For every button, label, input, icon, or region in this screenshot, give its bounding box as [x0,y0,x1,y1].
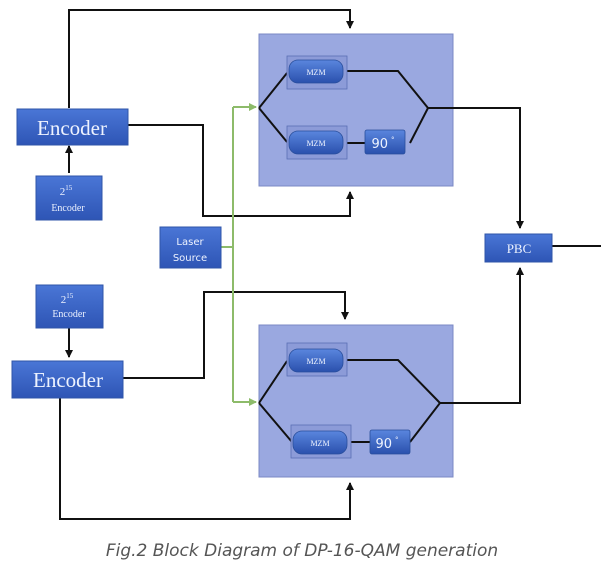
encoder-bottom: Encoder [11,360,124,399]
mzm-bottom-lower-label: MZM [310,439,329,448]
prbs-bottom-label: Encoder [52,309,86,320]
mzm-bottom-upper: MZM [288,348,344,373]
prbs-bottom-base: 2 [61,294,67,306]
svg-text:215: 215 [60,184,73,198]
wire-bottom-to-pbc [440,267,524,404]
mzm-top-lower: MZM [288,130,344,155]
phase-top-unit: ° [391,136,395,144]
laser-source-line2: Source [173,253,207,264]
prbs-bottom-exponent: 15 [66,292,74,300]
mzm-bottom-lower: MZM [292,430,348,455]
wire-combine-top [345,70,430,144]
svg-text:90°: 90° [375,436,398,452]
wire-encoder-top-to-mod-bottomside [127,124,354,217]
wire-encoder-bottom-to-mod-top [123,291,349,379]
pbc-label: PBC [507,241,532,256]
wire-split-upper-top [258,72,288,109]
prbs-generator-bottom: 215 Encoder [35,284,104,329]
figure-caption: Fig.2 Block Diagram of DP-16-QAM generat… [106,541,498,561]
encoder-bottom-label: Encoder [33,368,103,392]
mzm-bottom-upper-label: MZM [306,357,325,366]
wire-split-lower-bottom [258,402,293,443]
mzm-top-upper: MZM [288,59,344,84]
phase-bottom-unit: ° [395,436,399,444]
mzm-top-upper-label: MZM [306,68,325,77]
phase-shifter-bottom: 90° [369,429,411,455]
wire-split-upper-bottom [258,360,288,404]
mzm-top-lower-label: MZM [306,139,325,148]
polarization-beam-combiner: PBC [484,233,553,263]
encoder-top-label: Encoder [37,116,107,140]
phase-top-value: 90 [371,137,388,152]
prbs-top-label: Encoder [51,203,85,214]
phase-shifter-top: 90° [364,129,406,155]
laser-source: Laser Source [159,226,222,269]
phase-bottom-value: 90 [375,437,392,452]
wire-top-to-pbc [428,107,524,229]
svg-text:90°: 90° [371,136,394,152]
svg-text:215: 215 [61,292,74,306]
encoder-top: Encoder [16,108,129,146]
wire-encoder-top-to-mod-top [68,9,354,108]
prbs-generator-top: 215 Encoder [35,175,103,221]
prbs-top-base: 2 [60,186,66,198]
wire-combine-bottom [346,359,442,443]
prbs-top-exponent: 15 [65,184,73,192]
wire-encoder-bottom-to-mod-bottomside [59,396,354,520]
laser-source-line1: Laser [176,237,204,248]
wire-split-lower-top [258,107,288,143]
